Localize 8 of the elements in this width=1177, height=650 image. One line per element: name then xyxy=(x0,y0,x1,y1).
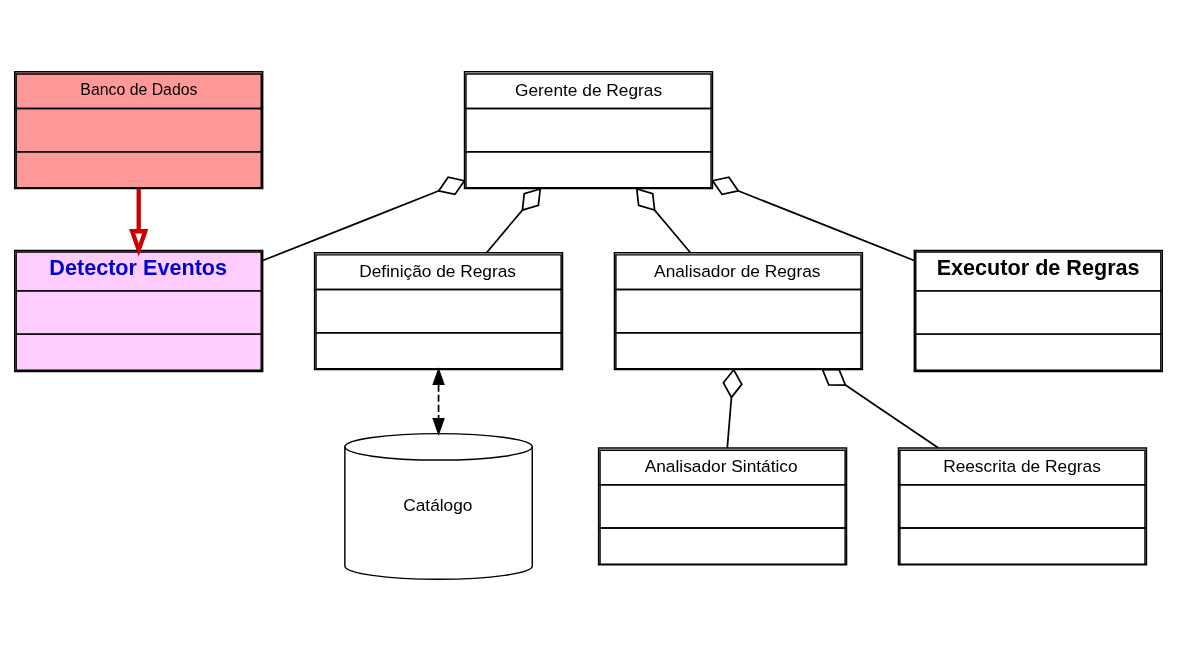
connector xyxy=(261,175,466,261)
connector xyxy=(722,367,743,448)
arrow xyxy=(432,366,445,436)
connector xyxy=(485,187,542,253)
connector xyxy=(711,175,916,261)
connector xyxy=(821,368,939,449)
connector xyxy=(635,187,692,253)
arrow xyxy=(129,188,149,257)
